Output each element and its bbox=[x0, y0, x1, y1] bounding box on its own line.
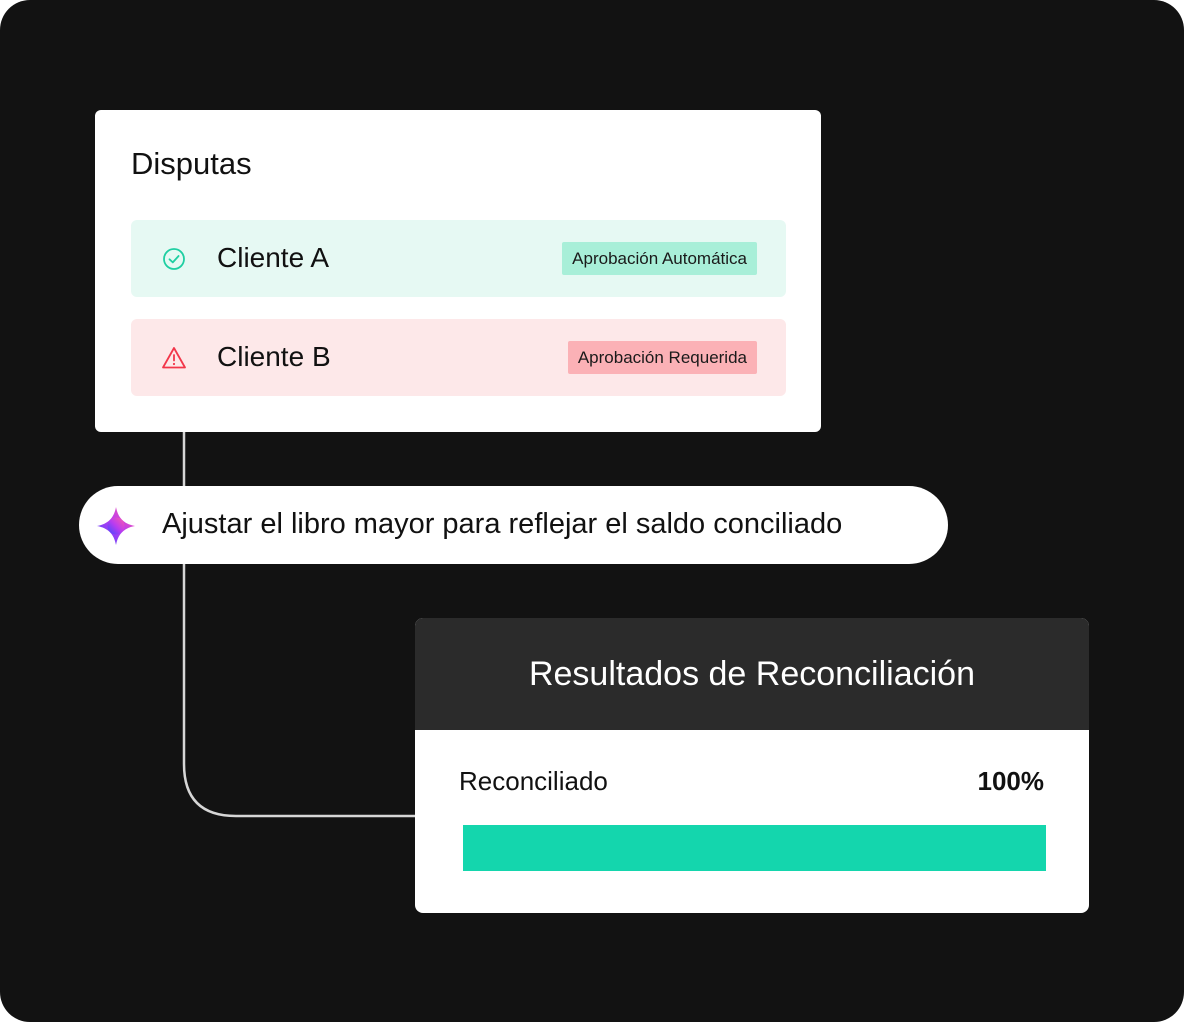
status-badge-auto: Aprobación Automática bbox=[562, 242, 757, 275]
client-name: Cliente A bbox=[217, 242, 330, 273]
client-row-b[interactable]: Cliente B Aprobación Requerida bbox=[131, 319, 786, 396]
result-label: Reconciliado bbox=[459, 766, 608, 796]
status-badge-required: Aprobación Requerida bbox=[567, 341, 757, 374]
reconciliation-results-card: Resultados de Reconciliación Reconciliad… bbox=[415, 618, 1089, 913]
ai-sparkle-icon bbox=[97, 507, 135, 545]
progress-bar bbox=[463, 825, 1046, 871]
client-name: Cliente B bbox=[217, 341, 331, 372]
disputes-title: Disputas bbox=[131, 146, 252, 181]
prompt-text: Ajustar el libro mayor para reflejar el … bbox=[162, 508, 843, 540]
results-title: Resultados de Reconciliación bbox=[415, 618, 1089, 730]
result-percentage: 100% bbox=[977, 766, 1045, 796]
client-row-a[interactable]: Cliente A Aprobación Automática bbox=[131, 220, 786, 297]
progress-fill bbox=[463, 825, 1046, 871]
disputes-card: Disputas Cliente A Aprobación Automática… bbox=[95, 110, 821, 432]
check-circle-icon bbox=[163, 248, 185, 270]
warning-triangle-icon bbox=[162, 347, 186, 369]
ai-prompt-pill[interactable]: Ajustar el libro mayor para reflejar el … bbox=[79, 486, 948, 564]
